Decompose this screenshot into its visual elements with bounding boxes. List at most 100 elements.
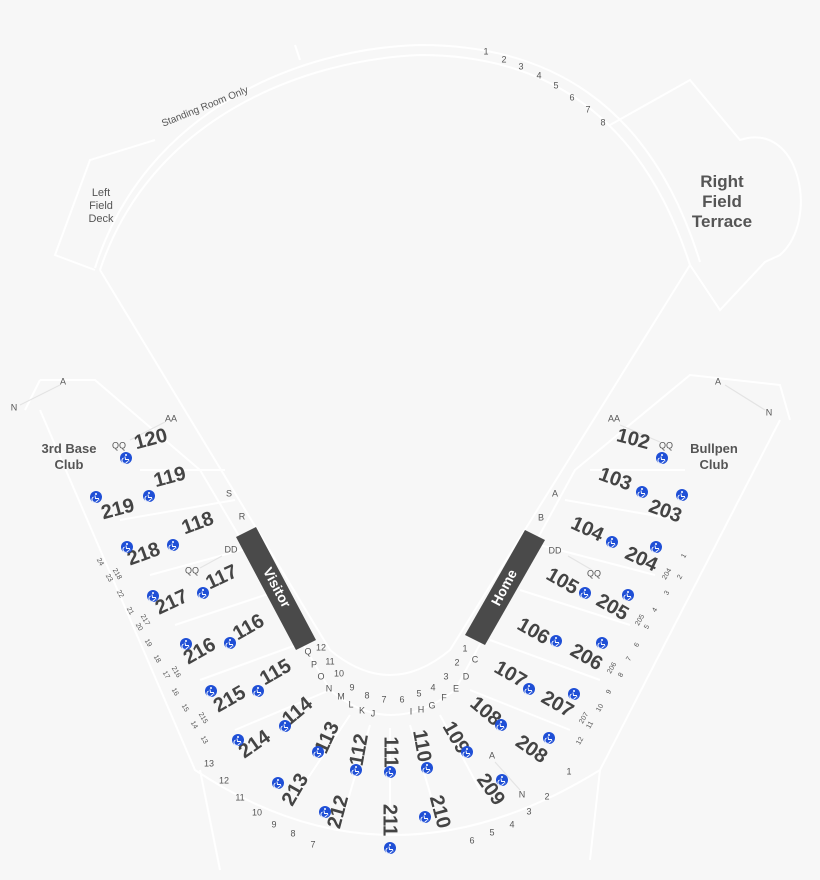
right-edge-number-1: 1 [680, 553, 688, 560]
bottom-number-2: 2 [544, 791, 549, 801]
right-edge-number-207: 207 [578, 711, 590, 725]
section-103[interactable]: 103 [596, 463, 635, 495]
row-label-QQ: QQ [587, 568, 601, 578]
wheelchair-icon [419, 811, 431, 823]
row-label-A: A [60, 376, 66, 386]
wheelchair-icon [232, 734, 244, 746]
wheelchair-icon [461, 746, 473, 758]
wheelchair-icon [90, 491, 102, 503]
bottom-number-4: 4 [509, 819, 514, 829]
section-110[interactable]: 110 [408, 728, 435, 764]
right-edge-number-3: 3 [663, 590, 671, 597]
section-119[interactable]: 119 [151, 463, 188, 493]
row-label-B: B [538, 512, 544, 522]
wheelchair-icon [272, 777, 284, 789]
outfield-number-7: 7 [585, 104, 590, 114]
row-label-QQ: QQ [185, 565, 199, 575]
left-field-deck-label-3: Deck [88, 213, 114, 225]
left-edge-number-20: 20 [134, 622, 144, 632]
wheelchair-icon [622, 589, 634, 601]
row-label-3: 3 [443, 671, 448, 681]
row-label-9: 9 [349, 682, 354, 692]
row-label-AA: AA [165, 413, 177, 423]
third-base-club-label-2: Club [55, 457, 84, 472]
wheelchair-icon [550, 635, 562, 647]
row-label-D: D [463, 671, 470, 681]
section-120[interactable]: 120 [132, 424, 170, 454]
section-105[interactable]: 105 [542, 564, 582, 600]
section-117[interactable]: 117 [202, 561, 241, 595]
right-edge-number-205: 205 [634, 613, 646, 627]
row-label-A: A [552, 488, 558, 498]
left-field-deck-label-1: Left [92, 187, 110, 199]
visitor-dugout [236, 527, 316, 650]
wheelchair-icon [252, 685, 264, 697]
left-edge-number-215: 215 [197, 711, 209, 725]
section-213[interactable]: 213 [278, 770, 314, 810]
right-edge-number-206: 206 [606, 661, 618, 675]
section-219[interactable]: 219 [99, 494, 137, 524]
left-edge-number-19: 19 [143, 638, 153, 648]
wheelchair-icon [421, 762, 433, 774]
row-label-QQ: QQ [659, 440, 673, 450]
row-label-O: O [317, 671, 324, 681]
row-label-N: N [326, 683, 333, 693]
wheelchair-icon [312, 746, 324, 758]
outfield-number-5: 5 [553, 80, 558, 90]
row-label-M: M [337, 691, 345, 701]
outfield-number-2: 2 [501, 54, 506, 64]
row-label-S: S [226, 488, 232, 498]
section-210[interactable]: 210 [425, 793, 455, 831]
left-edge-number-216: 216 [170, 665, 182, 679]
right-edge-number-8: 8 [617, 672, 625, 679]
row-label-1: 1 [462, 643, 467, 653]
row-label-DD: DD [549, 545, 562, 555]
right-edge-number-9: 9 [605, 689, 613, 696]
row-label-J: J [371, 708, 376, 718]
row-label-QQ: QQ [112, 440, 126, 450]
row-label-N: N [11, 402, 18, 412]
row-label-C: C [472, 654, 479, 664]
row-label-N: N [519, 789, 526, 799]
bottom-number-7: 7 [310, 839, 315, 849]
bottom-number-11: 11 [235, 792, 244, 802]
bullpen-club-label-2: Club [700, 457, 729, 472]
wheelchair-icon [495, 719, 507, 731]
left-field-deck-label-2: Field [89, 200, 113, 212]
wheelchair-icon [197, 587, 209, 599]
right-field-terrace-label-2: Field [702, 192, 742, 211]
left-edge-number-18: 18 [152, 654, 162, 664]
wheelchair-icon [143, 490, 155, 502]
section-115[interactable]: 115 [256, 655, 295, 690]
row-label-Q: Q [304, 646, 311, 656]
wheelchair-icon [180, 638, 192, 650]
row-label-K: K [359, 705, 365, 715]
wheelchair-icon [147, 590, 159, 602]
section-116[interactable]: 116 [229, 610, 268, 645]
left-edge-number-24: 24 [95, 557, 105, 567]
section-215[interactable]: 215 [210, 682, 250, 718]
bottom-number-6: 6 [469, 835, 474, 845]
section-104[interactable]: 104 [568, 512, 608, 546]
bullpen-club-label-1: Bullpen [690, 441, 738, 456]
row-label-DD: DD [225, 544, 238, 554]
left-edge-number-16: 16 [170, 687, 180, 697]
bottom-number-5: 5 [489, 827, 494, 837]
section-111[interactable]: 111 [380, 736, 402, 767]
section-118[interactable]: 118 [179, 507, 217, 539]
bottom-number-1: 1 [566, 766, 571, 776]
wheelchair-icon [650, 541, 662, 553]
section-217[interactable]: 217 [152, 585, 192, 619]
section-102[interactable]: 102 [614, 424, 652, 454]
section-106[interactable]: 106 [513, 614, 553, 650]
section-211[interactable]: 211 [379, 804, 401, 836]
right-edge-number-12: 12 [575, 736, 585, 746]
row-label-5: 5 [416, 688, 421, 698]
row-label-10: 10 [334, 668, 344, 678]
wheelchair-icon [205, 685, 217, 697]
right-edge-number-5: 5 [643, 624, 651, 631]
section-112[interactable]: 112 [346, 732, 373, 768]
wheelchair-icon [676, 489, 688, 501]
row-label-A: A [715, 376, 721, 386]
